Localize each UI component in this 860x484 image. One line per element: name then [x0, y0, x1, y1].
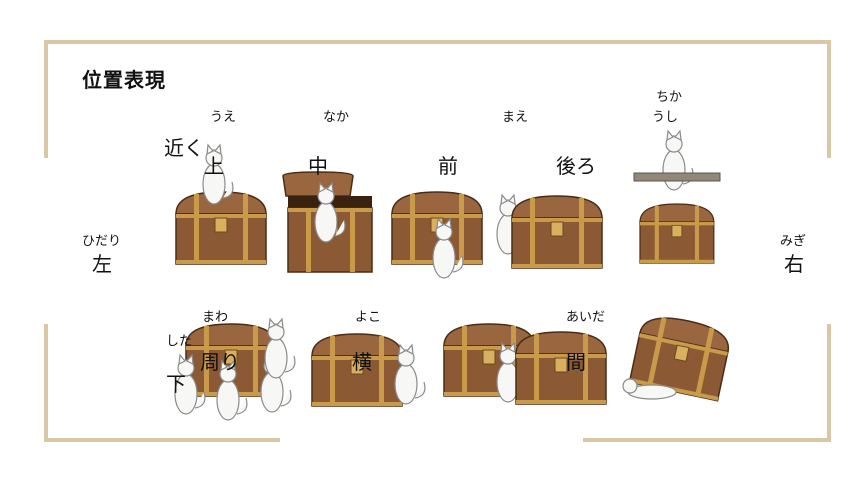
- ruby-ue: うえ: [210, 110, 237, 125]
- word-hidari: 左: [92, 252, 112, 276]
- frame-right-upper: [827, 40, 831, 158]
- ruby-mawari: まわ: [202, 310, 229, 325]
- ruby-ushiro: うし: [652, 110, 679, 125]
- frame-left-upper: [44, 40, 48, 158]
- word-aida: 間: [566, 350, 586, 374]
- ruby-hidari: ひだり: [82, 234, 122, 249]
- word-mawari: 周り: [200, 350, 240, 374]
- ruby-migi: みぎ: [780, 234, 807, 249]
- ruby-shita: した: [166, 334, 193, 349]
- frame-right-lower: [827, 324, 831, 442]
- word-ue: 上: [204, 154, 224, 178]
- word-yoko: 横: [352, 350, 372, 374]
- word-ushiro: 後ろ: [556, 154, 596, 178]
- ruby-aida: あいだ: [566, 310, 606, 325]
- ruby-naka: なか: [323, 110, 350, 125]
- page-title: 位置表現: [82, 68, 166, 92]
- word-migi: 右: [784, 252, 804, 276]
- ruby-mae: まえ: [502, 110, 529, 125]
- word-mae: 前: [438, 154, 458, 178]
- frame-bottom-right: [583, 438, 831, 442]
- ruby-chikaku: ちか: [656, 90, 683, 105]
- word-naka: 中: [308, 154, 328, 178]
- word-shita: 下: [166, 372, 186, 396]
- word-chikaku: 近く: [164, 136, 204, 160]
- frame-bottom-left: [44, 438, 280, 442]
- frame-top: [44, 40, 831, 44]
- frame-left-lower: [44, 324, 48, 442]
- ruby-yoko: よこ: [355, 310, 382, 325]
